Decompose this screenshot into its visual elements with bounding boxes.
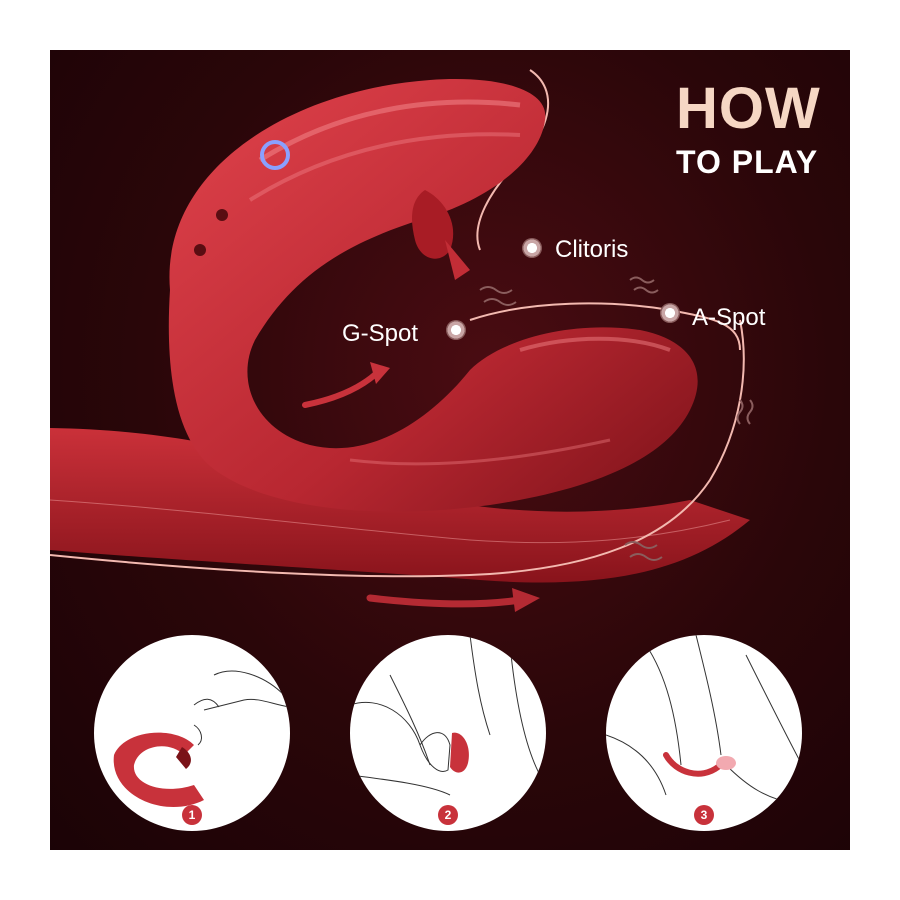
g-spot-marker (446, 320, 466, 340)
g-spot-label: G-Spot (342, 320, 419, 347)
a-spot-marker (660, 303, 680, 323)
a-spot-label: A-Spot (692, 304, 766, 331)
how-to-play-panel: HOW TO PLAY Clitoris G-Spot A-Spot 1 2 3 (50, 50, 850, 850)
step-1-circle: 1 (94, 635, 290, 831)
step-2-number: 2 (438, 805, 458, 825)
clitoris-label: Clitoris (555, 236, 629, 263)
step-2-circle: 2 (350, 635, 546, 831)
title-to-play: TO PLAY (676, 144, 819, 180)
step-3-circle: 3 (606, 635, 802, 831)
clitoris-marker (522, 238, 542, 258)
step-3-number: 3 (694, 805, 714, 825)
product-illustration (50, 69, 754, 612)
step-1-number: 1 (182, 805, 202, 825)
title-how: HOW (676, 76, 821, 141)
step-3-illustration (606, 635, 802, 806)
step-1-illustration (113, 670, 290, 808)
step-2-illustration (350, 635, 546, 796)
